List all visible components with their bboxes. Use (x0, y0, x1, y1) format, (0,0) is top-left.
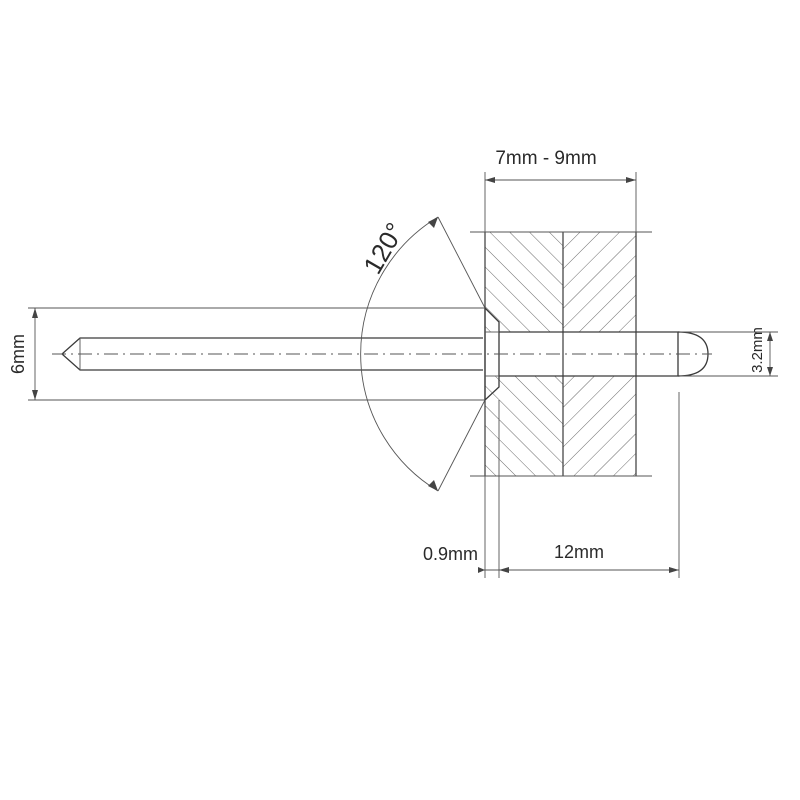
head-thickness-label: 0.9mm (423, 544, 478, 564)
angle-label: 120° (357, 217, 410, 279)
rivet (52, 306, 712, 402)
plate-right-lower (563, 376, 636, 476)
body-diameter-label: 3.2mm (749, 327, 766, 373)
rivet-head (484, 306, 500, 402)
plate-left-upper (485, 232, 563, 332)
plate-left-lower (485, 376, 563, 476)
body-length-label: 12mm (554, 542, 604, 562)
grip-range-label: 7mm - 9mm (495, 148, 596, 169)
dim-bottom: 0.9mm 12mm (423, 392, 680, 578)
plate-right-upper (563, 232, 636, 332)
dim-body-diameter: 3.2mm (680, 327, 778, 377)
dim-grip-range: 7mm - 9mm (484, 148, 637, 232)
head-diameter-label: 6mm (8, 334, 28, 374)
dim-head-diameter: 6mm (8, 307, 485, 401)
